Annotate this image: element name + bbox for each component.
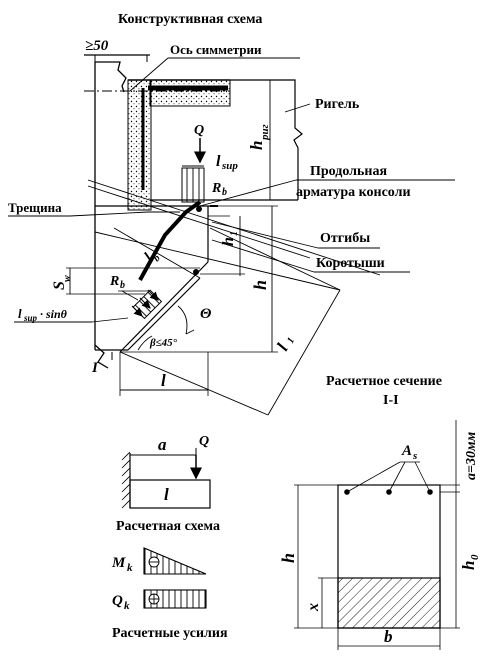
svg-text:b: b	[120, 280, 125, 291]
svg-text:1: 1	[285, 336, 297, 346]
bearing-plate	[181, 167, 205, 203]
sw-label: S w	[51, 275, 73, 290]
section-b-label: b	[384, 627, 393, 646]
load-q-label: Q	[194, 123, 204, 138]
scheme-q-label: Q	[199, 434, 209, 449]
svg-text:b: b	[222, 187, 227, 198]
svg-text:A: A	[401, 443, 412, 459]
diagonals	[87, 179, 381, 416]
svg-text:w: w	[62, 275, 73, 282]
svg-text:R: R	[109, 274, 119, 289]
qk-diagram	[143, 589, 207, 609]
title-constructive: Конструктивная схема	[118, 12, 262, 27]
svg-text:0: 0	[469, 554, 481, 560]
console-outline	[95, 206, 209, 353]
l-sup-label: l sup	[216, 153, 238, 172]
crossbar-label: Ригель	[315, 97, 360, 112]
l1-label: l 1	[273, 336, 297, 354]
h1-label: h 1	[220, 231, 240, 246]
scheme-caption: Расчетная схема	[116, 519, 220, 534]
svg-text:sup: sup	[221, 160, 238, 172]
svg-text:S: S	[51, 281, 68, 290]
column-concrete	[127, 79, 152, 211]
svg-text:b: b	[151, 253, 162, 264]
mk-label: M k	[111, 555, 133, 574]
svg-text:k: k	[127, 562, 133, 574]
svg-text:риг: риг	[259, 124, 271, 141]
crossbar	[150, 79, 303, 201]
svg-text:s: s	[412, 450, 417, 462]
dot-top	[196, 206, 202, 212]
section-title-2: I-I	[383, 393, 399, 408]
svg-text:h: h	[247, 141, 266, 150]
scheme-l-label: l	[164, 485, 169, 504]
section-a30-label: a=30мм	[464, 431, 479, 480]
column	[94, 61, 127, 369]
bent-bars-label: Отгибы	[320, 231, 370, 246]
as-label: A s	[401, 443, 417, 462]
svg-text:Q: Q	[112, 593, 123, 609]
section-x-label: x	[305, 603, 322, 612]
mk-diagram	[143, 547, 207, 575]
section-h-label: h	[278, 553, 298, 563]
lb-label: l b	[142, 250, 163, 265]
svg-text:sup: sup	[23, 313, 38, 323]
lsup-sin-label: l sup · sinθ	[18, 306, 68, 323]
crossbar-concrete	[149, 79, 231, 107]
rb-top-label: R b	[211, 181, 227, 198]
point-i-label: I	[91, 360, 99, 376]
long-rebar-label-2: арматура консоли	[296, 185, 411, 200]
section-h0-label: h 0	[459, 554, 481, 570]
svg-text:l: l	[18, 306, 22, 321]
symmetry-axis-label: Ось симметрии	[170, 42, 262, 57]
l-console-label: l	[161, 371, 166, 390]
svg-text:· sinθ: · sinθ	[40, 307, 68, 321]
scheme-a-label: a	[158, 435, 167, 454]
svg-text:R: R	[211, 181, 221, 196]
section-title-1: Расчетное сечение	[326, 374, 442, 389]
h-crossbar-label: h риг	[247, 124, 271, 150]
short-bars-label: Коротыши	[316, 256, 385, 271]
qk-label: Q k	[112, 593, 130, 612]
svg-text:1: 1	[229, 231, 240, 236]
forces-caption: Расчетные усилия	[112, 626, 228, 641]
rb-mid-label: R b	[109, 274, 125, 291]
h-console-label: h	[250, 280, 270, 290]
svg-text:M: M	[111, 555, 126, 571]
beta-label: β≤45°	[149, 337, 178, 349]
svg-text:h: h	[459, 561, 478, 570]
svg-text:k: k	[124, 600, 130, 612]
svg-text:h: h	[220, 237, 237, 246]
min-support-label: ≥50	[85, 38, 109, 54]
crack-label: Трещина	[8, 200, 62, 215]
long-rebar-label-1: Продольная	[310, 164, 387, 179]
theta-label: Θ	[200, 306, 212, 322]
svg-text:l: l	[216, 153, 221, 170]
calc-scheme	[121, 448, 211, 509]
symmetry-leader	[129, 57, 169, 92]
section-rect	[337, 484, 441, 629]
